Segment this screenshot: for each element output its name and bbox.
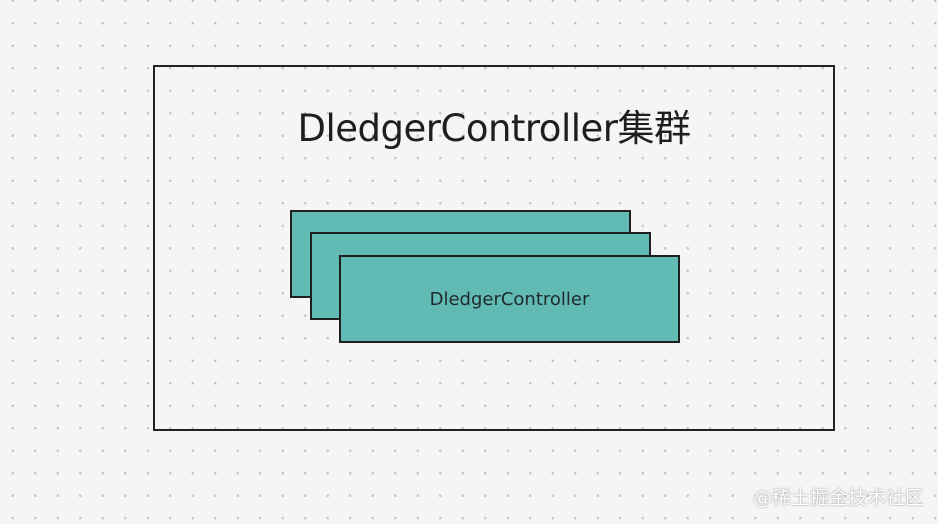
cluster-container: [153, 65, 835, 431]
node-label: DledgerController: [429, 288, 590, 310]
cluster-title: DledgerController集群: [297, 107, 691, 150]
watermark: @稀土掘金技术社区: [752, 487, 924, 509]
node-card-front: DledgerController: [339, 255, 680, 343]
